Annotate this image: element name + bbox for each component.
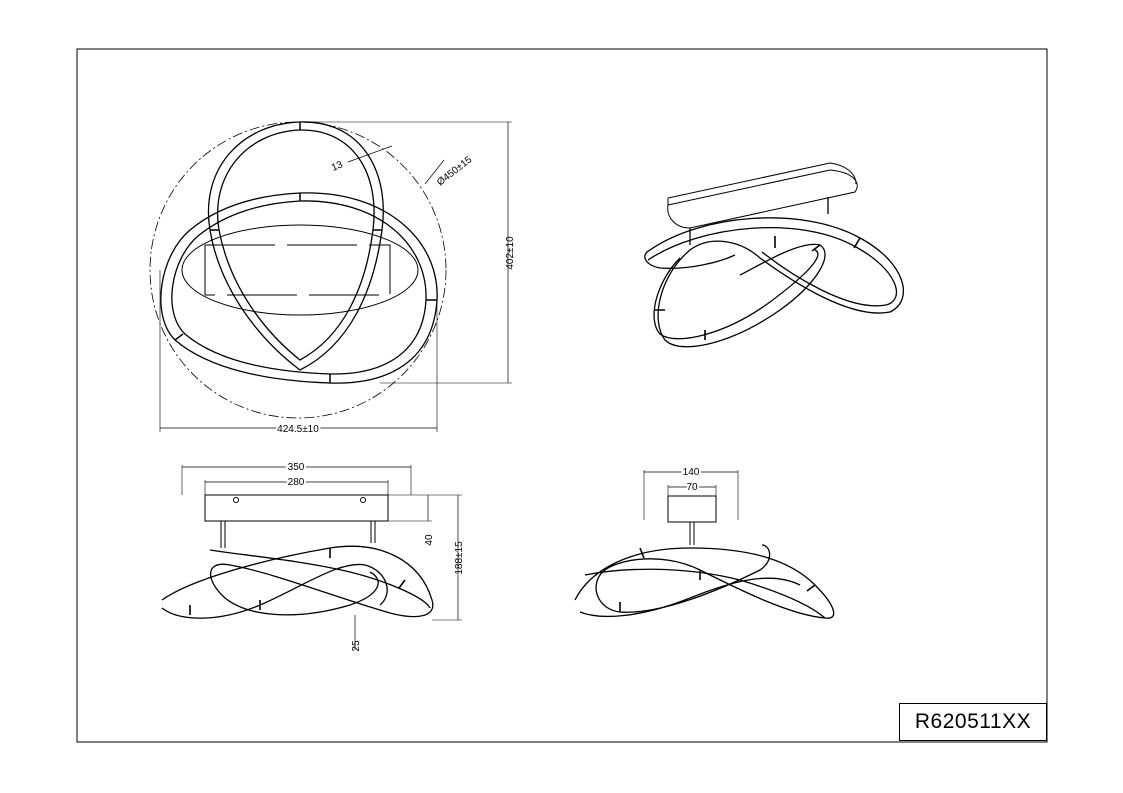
side-canopy-width-label: 140 <box>683 467 700 478</box>
canopy-outline <box>181 224 419 316</box>
canopy-height-label: 40 <box>424 534 435 546</box>
side-canopy <box>667 495 717 523</box>
diameter-label: Ø450±15 <box>435 154 474 188</box>
ring-thickness-label: 25 <box>351 640 362 652</box>
mount-spacing-label: 280 <box>288 477 305 488</box>
diameter-circle <box>149 121 447 419</box>
total-height-label: 188±15 <box>454 541 465 575</box>
top-view <box>149 121 512 432</box>
perspective-canopy <box>667 169 858 229</box>
perspective-view <box>644 162 905 348</box>
canopy-length-label: 350 <box>288 462 305 473</box>
front-canopy <box>204 494 389 522</box>
perspective-ring <box>649 217 905 348</box>
side-view <box>574 470 835 619</box>
width-label: 424.5±10 <box>277 424 319 435</box>
ring-loop-wide <box>160 192 438 384</box>
ring-loop-tall <box>207 121 384 371</box>
drawing-reference: R620511XX <box>914 710 1032 733</box>
canopy-inner <box>204 244 391 296</box>
front-view <box>161 465 462 650</box>
diameter-leader <box>424 159 445 185</box>
drawing-frame <box>76 48 1048 743</box>
ring-width-leader <box>347 145 393 163</box>
title-block: R620511XX <box>899 703 1047 741</box>
ring-width-label: 13 <box>330 159 345 174</box>
height-label: 402±10 <box>505 236 516 270</box>
side-ring <box>574 544 835 619</box>
front-ring <box>161 545 434 618</box>
side-mount-width-label: 70 <box>686 482 698 493</box>
